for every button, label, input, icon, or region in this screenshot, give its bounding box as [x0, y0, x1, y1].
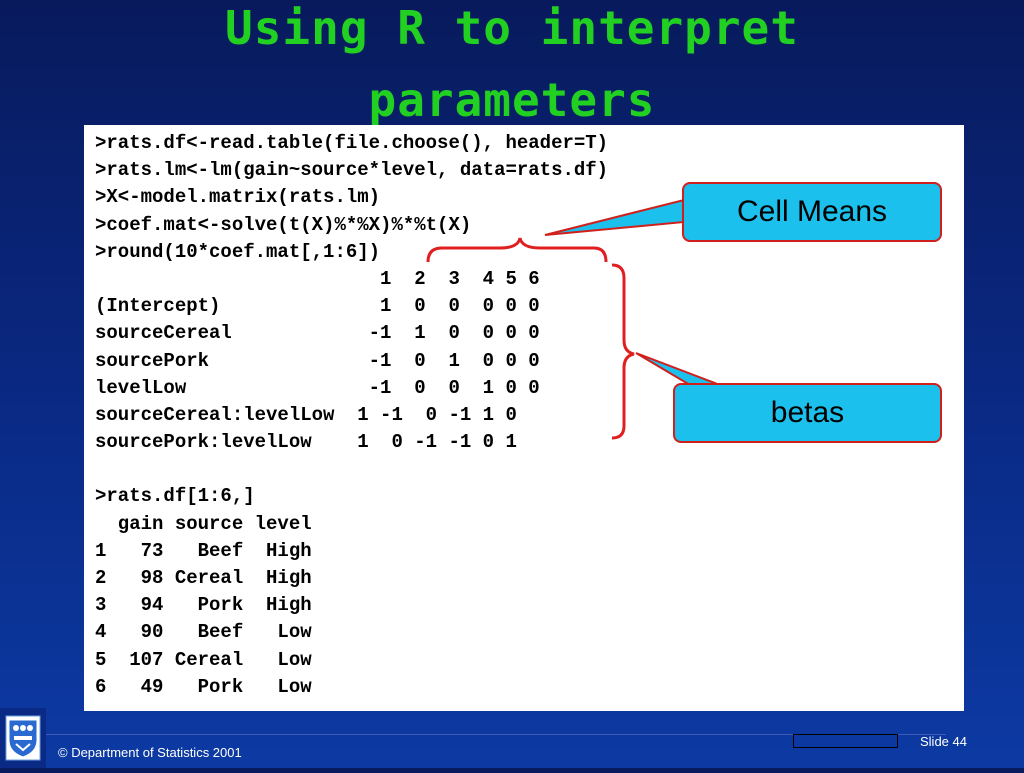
code-line: gain source level — [95, 512, 312, 535]
code-line: sourcePork -1 0 1 0 0 0 — [95, 349, 540, 372]
code-line: >coef.mat<-solve(t(X)%*%X)%*%t(X) — [95, 213, 472, 236]
code-line: 1 73 Beef High — [95, 539, 312, 562]
code-line: (Intercept) 1 0 0 0 0 0 — [95, 295, 540, 318]
code-line: >round(10*coef.mat[,1:6]) — [95, 240, 381, 263]
cell-means-pointer — [544, 198, 685, 236]
crest-icon — [5, 715, 41, 761]
code-line: >rats.df<-read.table(file.choose(), head… — [95, 132, 609, 154]
code-line: >rats.lm<-lm(gain~source*level, data=rat… — [95, 159, 609, 182]
code-line: >rats.df[1:6,] — [95, 485, 255, 508]
code-line: 2 98 Cereal High — [95, 567, 312, 589]
footer-divider — [46, 734, 946, 735]
betas-callout: betas — [673, 383, 942, 443]
code-line: >X<-model.matrix(rats.lm) — [95, 186, 381, 209]
r-code-listing: >rats.df<-read.table(file.choose(), head… — [95, 130, 608, 701]
betas-brace — [611, 263, 635, 440]
betas-pointer — [635, 352, 721, 386]
code-line: levelLow -1 0 0 1 0 0 — [95, 376, 540, 399]
slide-number: Slide 44 — [920, 734, 967, 749]
code-line: sourcePork:levelLow 1 0 -1 -1 0 1 — [95, 431, 517, 454]
slide-title-line-2: parameters — [368, 73, 656, 127]
code-line: sourceCereal:levelLow 1 -1 0 -1 1 0 — [95, 403, 517, 426]
cell-means-callout: Cell Means — [682, 182, 942, 242]
code-line: 4 90 Beef Low — [95, 621, 312, 644]
code-line: 3 94 Pork High — [95, 594, 312, 617]
code-line: 6 49 Pork Low — [95, 675, 312, 698]
code-line: 1 2 3 4 5 6 — [95, 267, 540, 290]
code-line: 5 107 Cereal Low — [95, 648, 312, 671]
footer-copyright: © Department of Statistics 2001 — [58, 745, 242, 760]
code-line: sourceCereal -1 1 0 0 0 0 — [95, 322, 540, 345]
footer-box — [793, 734, 898, 748]
university-crest-logo — [0, 708, 46, 768]
slide-title-line-1: Using R to interpret — [225, 1, 799, 55]
cell-means-brace — [426, 237, 608, 263]
